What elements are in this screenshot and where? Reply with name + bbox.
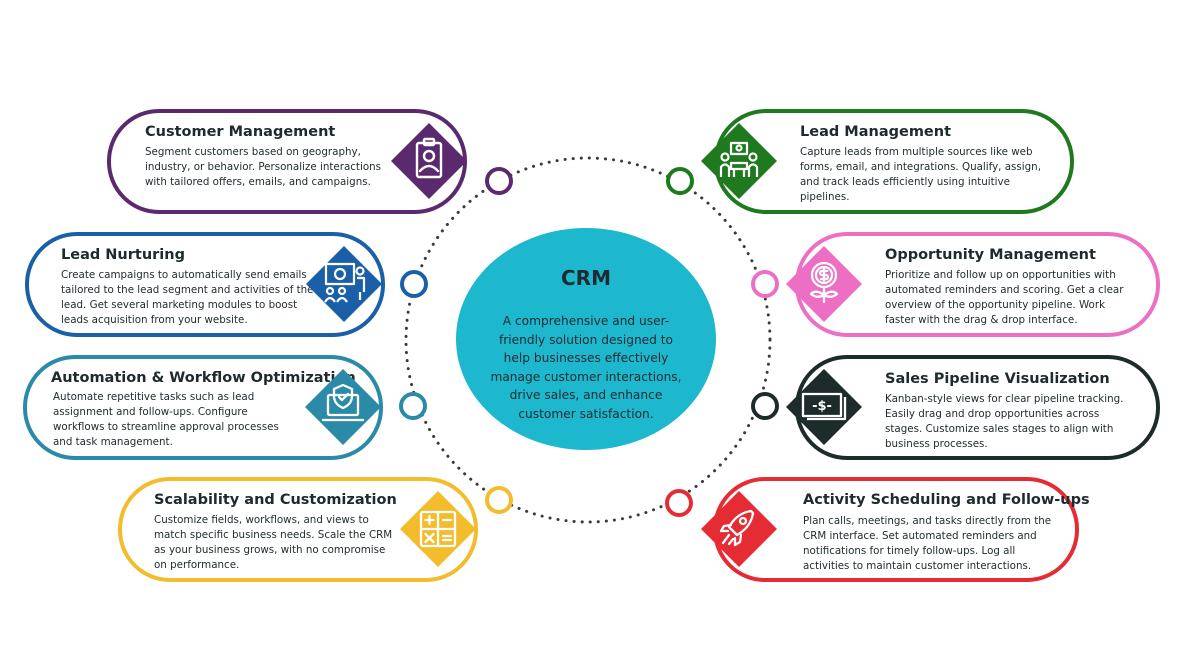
card-description: Prioritize and follow up on opportunitie… — [885, 269, 1124, 326]
orbit-node — [485, 167, 513, 195]
orbit-node — [400, 270, 428, 298]
clipboard-user-icon — [389, 121, 469, 201]
card-description: Customize fields, workflows, and views t… — [154, 514, 393, 571]
orbit-node — [666, 167, 694, 195]
orbit-nodes — [399, 167, 779, 517]
card-title: Automation & Workflow Optimization — [51, 370, 356, 386]
calculator-icon — [398, 489, 478, 569]
dotted-orbit — [404, 156, 772, 524]
orbit-node — [399, 392, 427, 420]
laptop-shield-check-icon — [303, 367, 383, 447]
card-title: Customer Management — [145, 124, 336, 140]
meeting-icon — [699, 121, 779, 201]
orbit-node — [485, 486, 513, 514]
card-title: Lead Management — [800, 124, 952, 140]
card-lead-management: Lead Management Capture leads from multi… — [714, 109, 1074, 214]
card-title: Opportunity Management — [885, 247, 1096, 263]
center-description: A comprehensive and user-friendly soluti… — [490, 314, 682, 421]
card-title: Lead Nurturing — [61, 247, 185, 263]
center-title: CRM — [561, 266, 611, 290]
banknote-icon: -$- — [784, 367, 864, 447]
card-lead-nurturing: Lead Nurturing Create campaigns to autom… — [25, 232, 385, 337]
orbit-node — [751, 392, 779, 420]
svg-text:-$-: -$- — [812, 399, 832, 414]
card-description: Plan calls, meetings, and tasks directly… — [803, 515, 1052, 572]
card-description: Create campaigns to automatically send e… — [61, 269, 314, 326]
card-title: Activity Scheduling and Follow-ups — [803, 492, 1090, 508]
card-description: Automate repetitive tasks such as lead a… — [53, 391, 279, 448]
card-description: Segment customers based on geography, in… — [145, 146, 382, 188]
orbit-node — [751, 270, 779, 298]
card-title: Scalability and Customization — [154, 492, 397, 508]
money-plant-icon — [784, 244, 864, 324]
card-title: Sales Pipeline Visualization — [885, 371, 1110, 387]
card-description: Capture leads from multiple sources like… — [800, 146, 1041, 203]
presentation-icon — [304, 244, 384, 324]
crm-center-circle: CRM A comprehensive and user-friendly so… — [456, 228, 716, 450]
rocket-icon — [699, 489, 779, 569]
card-description: Kanban-style views for clear pipeline tr… — [885, 393, 1124, 450]
orbit-node — [665, 489, 693, 517]
